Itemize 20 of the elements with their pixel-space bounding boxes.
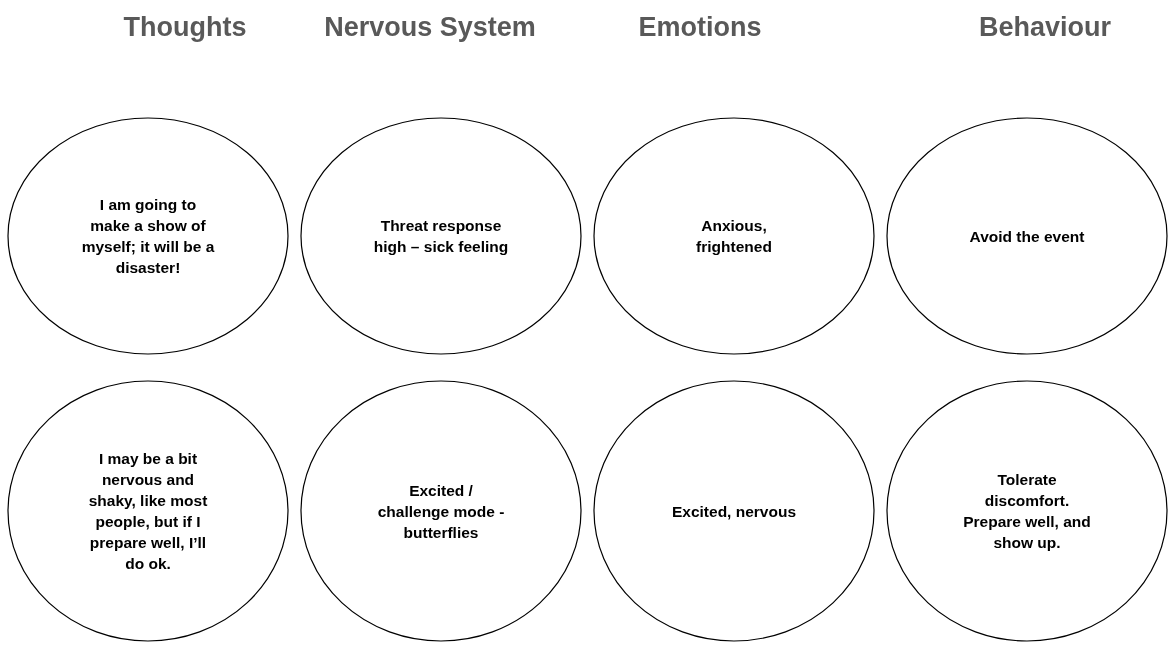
node-text: Excited, nervous [670,501,797,522]
ellipse-node [593,380,875,642]
column-heading: Emotions [637,12,763,43]
ellipse-node [300,117,582,355]
ellipse-node [300,380,582,642]
ellipse-node [593,117,875,355]
column-heading: Thoughts [122,12,248,43]
ellipse-node [886,117,1168,355]
ellipse-node [886,380,1168,642]
column-heading: Nervous System [323,12,537,43]
column-heading: Behaviour [977,12,1112,43]
node-text: Avoid the event [968,226,1086,247]
node-text: Threat response high – sick feeling [373,216,509,257]
ellipse-node [7,380,289,642]
node-text: Anxious, frightened [695,216,773,257]
node-text: I may be a bit nervous and shaky, like most people, but if I prepare well, I’ll do ok. [87,449,209,574]
node-text: Tolerate discomfort. Prepare well, and show up. [962,470,1092,553]
node-text: I am going to make a show of myself; it will be a disaster! [80,195,216,278]
node-text: Excited / challenge mode - butterflies [376,480,506,543]
ellipse-node [7,117,289,355]
